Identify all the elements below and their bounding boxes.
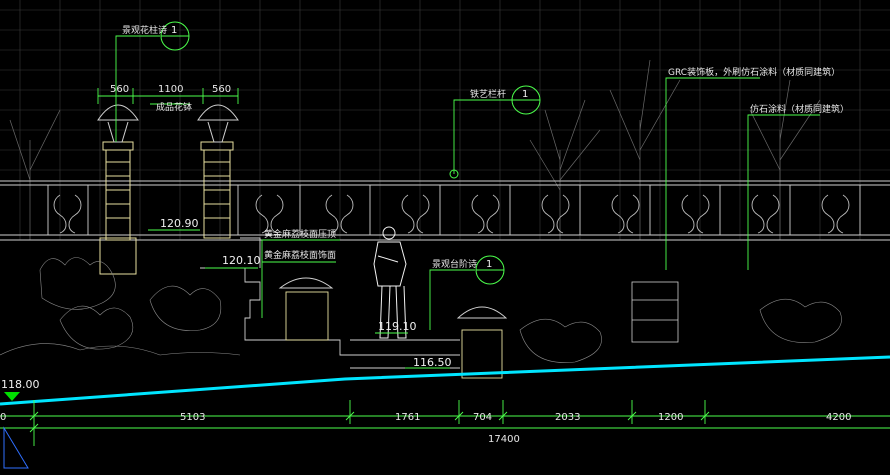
label-planter-top: 黄金麻荔枝面压顶: [264, 228, 336, 240]
top-dim-3: 560: [212, 84, 231, 95]
svg-text:1: 1: [522, 89, 528, 100]
elevation-119-10: 119.10: [378, 320, 417, 333]
bottom-dim-5: 1200: [658, 412, 683, 423]
elevation-120-90: 120.90: [160, 217, 199, 230]
section-marker-triangle: [3, 426, 29, 469]
top-dim-2: 1100: [158, 84, 183, 95]
bottom-dim-left-partial: 0: [0, 412, 6, 423]
bottom-dim-1: 5103: [180, 412, 205, 423]
leader-dot-railing: [449, 169, 459, 179]
ground-line: [0, 355, 890, 406]
top-dim-1: 560: [110, 84, 129, 95]
facade-grid: [0, 0, 890, 240]
planter-steps: [200, 237, 508, 379]
bottom-dim-4: 2033: [555, 412, 580, 423]
label-stone-paint: 仿石涂料（材质同建筑）: [750, 103, 849, 115]
pillar-left: [97, 104, 139, 275]
bottom-dim-total: 17400: [488, 434, 520, 445]
label-pillar-pot: 成品花钵: [156, 101, 192, 113]
label-pillar-top: 景观花柱诗: [122, 24, 167, 36]
pillar-right: [197, 104, 239, 239]
label-planter-face: 黄金麻荔枝面饰面: [264, 249, 336, 261]
bottom-dim-3: 704: [473, 412, 492, 423]
shrubs: [0, 257, 842, 363]
elevation-116-50: 116.50: [413, 356, 452, 369]
callout-railing: 1: [511, 85, 541, 115]
bottom-dim-6: 4200: [826, 412, 851, 423]
leader-lines: [115, 35, 820, 369]
elevation-marker: [4, 392, 20, 401]
bottom-dim-2: 1761: [395, 412, 420, 423]
stone-wall-right: [610, 239, 890, 343]
svg-text:1: 1: [171, 25, 177, 36]
human-scale-figure: [373, 226, 407, 339]
label-grc-note: GRC装饰板，外刷仿石涂料（材质同建筑）: [668, 66, 840, 78]
callout-pillar: 1: [160, 21, 190, 51]
svg-text:1: 1: [486, 259, 492, 270]
callout-stair-pot: 1: [475, 255, 505, 285]
label-stair-pot: 景观台阶诗: [432, 258, 477, 270]
elevation-118-00: 118.00: [1, 378, 40, 391]
bottom-dimension-chain: [0, 400, 890, 446]
elevation-120-10: 120.10: [222, 254, 261, 267]
label-railing: 铁艺栏杆: [470, 88, 506, 100]
top-dimension-chain: [97, 88, 239, 104]
iron-railing: [0, 180, 890, 241]
